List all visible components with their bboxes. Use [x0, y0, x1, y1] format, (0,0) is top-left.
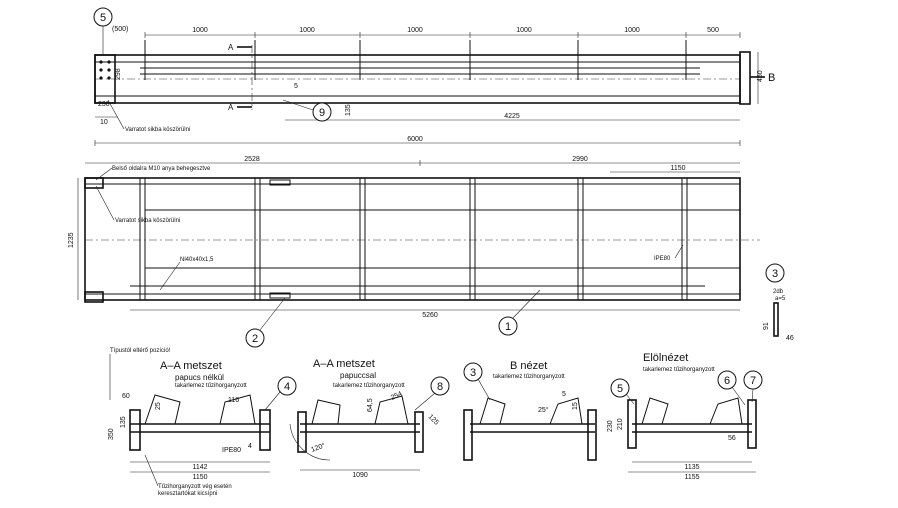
bubble-8: 8 — [437, 381, 443, 393]
section-mark-a-top: A — [228, 43, 234, 52]
dim-top-2: 1000 — [299, 27, 315, 34]
dim-5: 5 — [294, 83, 298, 90]
bubble-2: 2 — [252, 333, 258, 345]
s2-dim-125: 125 — [427, 413, 440, 426]
section2-title: A–A metszet — [313, 358, 375, 370]
callout-bubbles: 5 9 2 1 — [93, 7, 541, 348]
section-mark-a-bottom: A — [228, 103, 234, 112]
dim-91: 91 — [763, 322, 770, 330]
s4-dim-210: 210 — [617, 418, 624, 430]
front-view: Elölnézet takarlemez tűzihorganyzott 230… — [607, 352, 763, 481]
s1-dim-1142: 1142 — [192, 464, 207, 471]
dim-135: 135 — [345, 104, 352, 116]
view-mark-b: B — [768, 72, 775, 84]
dim-1150: 1150 — [670, 165, 685, 172]
s4-dim-230: 230 — [607, 420, 614, 432]
s2-dim-1090: 1090 — [352, 472, 368, 479]
s3-dim-15: 15 — [572, 402, 579, 410]
section1-note: takarlemez tűzihorganyzott — [175, 383, 247, 389]
s4-dim-56: 56 — [728, 435, 736, 442]
note-profile: Nl40x40x1,5 — [180, 257, 214, 263]
bubble-5-front: 5 — [617, 383, 623, 395]
s3-dim-25deg: 25° — [538, 406, 549, 414]
s4-dim-1135: 1135 — [684, 464, 699, 471]
detail-3-qty: 2db — [773, 289, 784, 295]
section2-subtitle: papuccsal — [340, 371, 376, 380]
s2-dim-120: 120° — [310, 441, 327, 454]
dim-298: 298 — [115, 68, 122, 80]
s4-dim-1155: 1155 — [684, 474, 699, 481]
dim-2528: 2528 — [244, 156, 260, 163]
section4-note: takarlemez tűzihorganyzott — [643, 367, 715, 373]
s1-note-bottom-1: Tűzihorganyzott vég esetén — [158, 484, 232, 490]
bubble-7: 7 — [750, 375, 756, 387]
section3-title: B nézet — [510, 360, 547, 372]
plan-view: 2528 2990 1150 1235 5260 Belső oldalra M… — [68, 156, 760, 319]
section-aa-with-shoe: A–A metszet papuccsal takarlemez tűzihor… — [289, 358, 450, 479]
section1-subtitle: papucs nélkül — [175, 373, 224, 382]
dim-top-4: 1000 — [516, 27, 532, 34]
section3-note: takarlemez tűzihorganyzott — [493, 374, 565, 380]
dim-1235: 1235 — [68, 232, 75, 248]
s1-dim-135: 135 — [120, 416, 127, 428]
s1-note-bottom-2: keresztartókat kicsípni — [158, 491, 217, 497]
bubble-3-detail: 3 — [772, 268, 778, 280]
dim-6000: 6000 — [407, 136, 423, 143]
s1-dim-1150: 1150 — [192, 474, 207, 481]
detail-3: 3 2db a=5 91 46 — [763, 263, 794, 342]
s2-dim-645: 64,5 — [367, 398, 374, 412]
s1-dim-25: 25 — [155, 402, 162, 410]
dim-230: 230 — [98, 101, 110, 108]
dim-4225: 4225 — [504, 113, 520, 120]
dim-top-3: 1000 — [407, 27, 423, 34]
dim-5260: 5260 — [422, 312, 438, 319]
note-inner-nut: Belső oldalra M10 anya behegesztve — [112, 166, 211, 172]
dim-top-1: 1000 — [192, 27, 208, 34]
dim-450: 450 — [757, 70, 764, 82]
section1-note-left: Típustól eltérő pozíció! — [110, 348, 171, 354]
note-weld-plan: Varratot sikba köszörülni — [115, 218, 180, 224]
note-ipe80: IPE80 — [654, 256, 671, 262]
s1-dim-4: 4 — [248, 443, 252, 450]
bubble-1: 1 — [505, 321, 511, 333]
s1-dim-116: 116 — [228, 397, 239, 404]
dim-top-6: 500 — [707, 27, 719, 34]
section-aa-without-shoe: A–A metszet papucs nélkül takarlemez tűz… — [108, 348, 297, 497]
view-b: B nézet takarlemez tűzihorganyzott 5 15 … — [463, 360, 597, 461]
s1-dim-ipe80: IPE80 — [222, 447, 241, 454]
s3-dim-5: 5 — [562, 391, 566, 398]
dim-2990: 2990 — [572, 156, 588, 163]
top-view: 1000 1000 1000 1000 1000 500 (500) A A 4… — [94, 26, 775, 146]
dim-46: 46 — [786, 335, 794, 342]
bubble-3-b: 3 — [470, 367, 476, 379]
s1-dim-350: 350 — [108, 428, 115, 440]
dim-top-5: 1000 — [624, 27, 640, 34]
dim-500-left: (500) — [112, 26, 128, 33]
s2-dim-254: 254 — [390, 390, 404, 401]
detail-3-weld: a=5 — [775, 296, 786, 302]
bubble-9: 9 — [319, 107, 325, 119]
s1-dim-60: 60 — [122, 393, 130, 400]
bubble-6: 6 — [724, 375, 730, 387]
dim-10: 10 — [100, 119, 108, 126]
bubble-5-top: 5 — [100, 12, 106, 24]
section2-note: takarlemez tűzihorganyzott — [333, 383, 405, 389]
section4-title: Elölnézet — [643, 352, 688, 364]
frame-outline-plan — [84, 177, 741, 301]
section1-title: A–A metszet — [160, 360, 222, 372]
note-weld-top: Varratot sikba köszörülni — [125, 127, 190, 133]
bubble-4: 4 — [284, 381, 290, 393]
